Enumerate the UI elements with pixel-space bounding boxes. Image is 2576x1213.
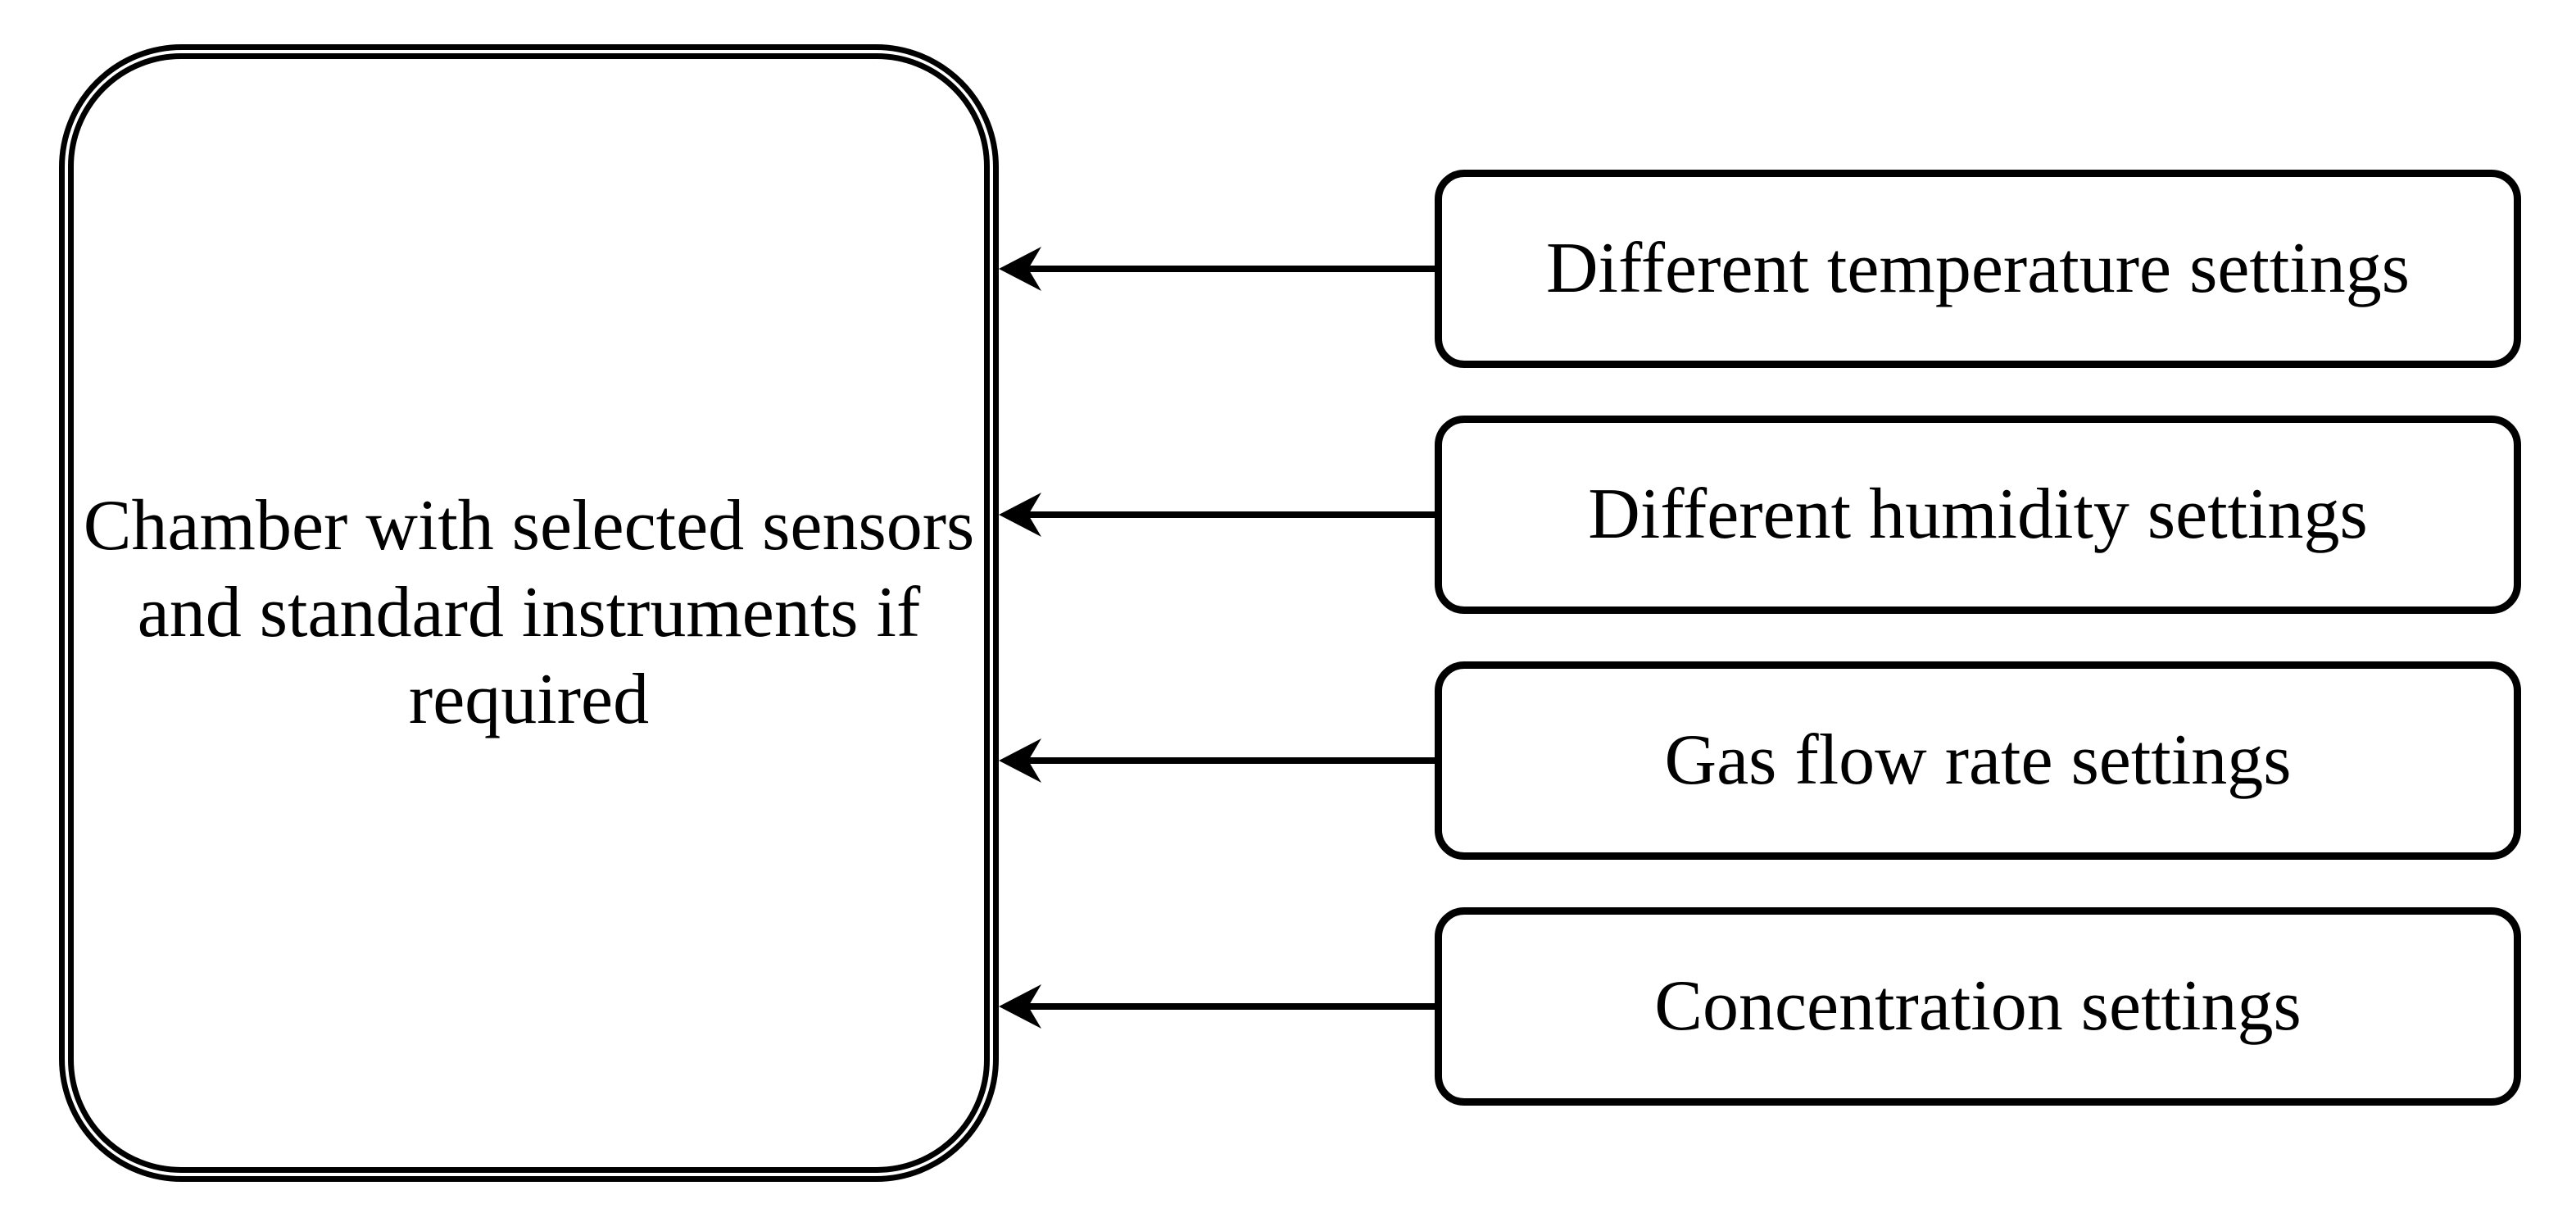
setting-box-temperature-label: Different temperature settings (1546, 229, 2410, 308)
setting-box-concentration: Concentration settings (1435, 907, 2521, 1106)
setting-box-gas-flow-rate-label: Gas flow rate settings (1664, 720, 2292, 800)
arrow-gas-flow-rate-to-chamber (999, 738, 1442, 784)
chamber-box: Chamber with selected sensors and standa… (59, 44, 999, 1182)
left-arrow-icon (999, 984, 1442, 1029)
left-arrow-icon (999, 738, 1442, 783)
setting-box-humidity: Different humidity settings (1435, 416, 2521, 614)
chamber-label-line-1: Chamber with selected sensors (83, 486, 975, 566)
left-arrow-icon (999, 493, 1442, 537)
setting-box-humidity-label: Different humidity settings (1588, 475, 2368, 554)
chamber-label: Chamber with selected sensors and standa… (65, 50, 993, 1176)
setting-box-concentration-label: Concentration settings (1654, 966, 2302, 1046)
left-arrow-icon (999, 247, 1442, 291)
chamber-label-line-2: and standard instruments if (137, 573, 921, 652)
chamber-box-inner-border (68, 53, 990, 1173)
setting-box-gas-flow-rate: Gas flow rate settings (1435, 661, 2521, 860)
arrow-humidity-to-chamber (999, 492, 1442, 538)
arrow-temperature-to-chamber (999, 246, 1442, 292)
setting-box-temperature: Different temperature settings (1435, 170, 2521, 368)
chamber-label-line-3: required (408, 660, 650, 739)
arrow-concentration-to-chamber (999, 984, 1442, 1029)
